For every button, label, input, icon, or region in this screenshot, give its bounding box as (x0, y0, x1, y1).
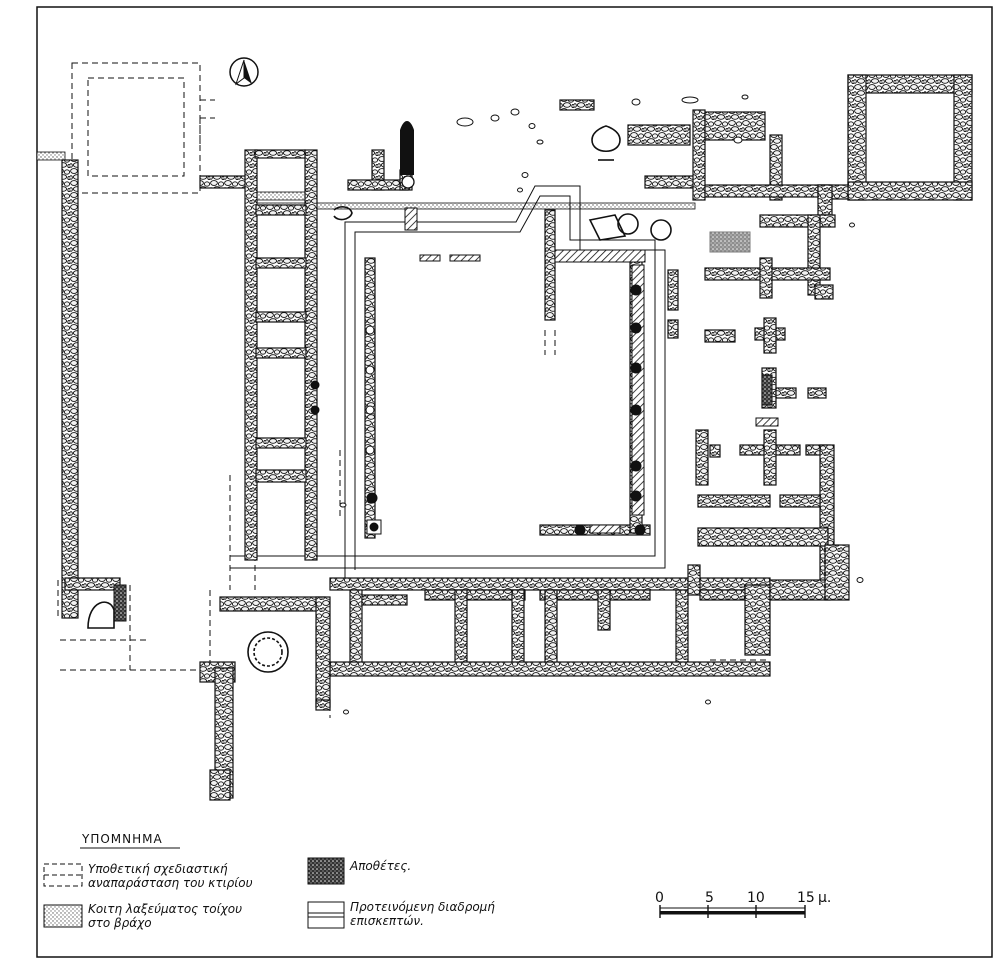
legend-hypothetical-line1: Υποθετική σχεδιαστική (88, 862, 228, 876)
hypothetical-outlines (57, 62, 771, 718)
site-features (87, 125, 672, 673)
scale-tick-10: 10 (747, 890, 765, 906)
visitor-route (230, 185, 666, 580)
legend-route-line1: Προτεινόμενη διαδρομή (350, 900, 495, 914)
scale-tick-15: 15 (797, 890, 815, 906)
legend-rock-cut-line2: στο βράχο (88, 916, 152, 930)
deposit-blocks (113, 207, 779, 622)
north-arrow-icon (229, 57, 259, 87)
scale-bar: 0 5 10 15 μ. (655, 890, 831, 918)
legend-rock-cut-line1: Κοιτη λαξεύματος τοίχου (88, 902, 242, 916)
legend-symbol-route (307, 901, 345, 929)
legend-hypothetical-line2: αναπαράσταση του κτιρίου (88, 876, 253, 890)
scale-tick-5: 5 (705, 890, 714, 906)
legend-symbol-deposits (307, 857, 345, 885)
legend: ΥΠΟΜΝΗΜΑ Υποθετική σχεδιαστική αναπαράστ… (43, 832, 495, 930)
legend-symbol-rock-cut (43, 904, 83, 928)
legend-route-line2: επισκεπτών. (350, 914, 424, 928)
stone-walls (61, 74, 973, 801)
scattered-stones (339, 94, 864, 715)
scale-unit: μ. (818, 890, 831, 906)
stele-feature (400, 121, 415, 189)
legend-deposits-line1: Αποθέτες. (349, 859, 411, 873)
scale-tick-0: 0 (655, 890, 664, 906)
map-border (36, 6, 993, 958)
legend-title: ΥΠΟΜΝΗΜΑ (81, 832, 163, 846)
column-bases (310, 284, 646, 536)
legend-symbol-hypothetical (43, 863, 83, 887)
